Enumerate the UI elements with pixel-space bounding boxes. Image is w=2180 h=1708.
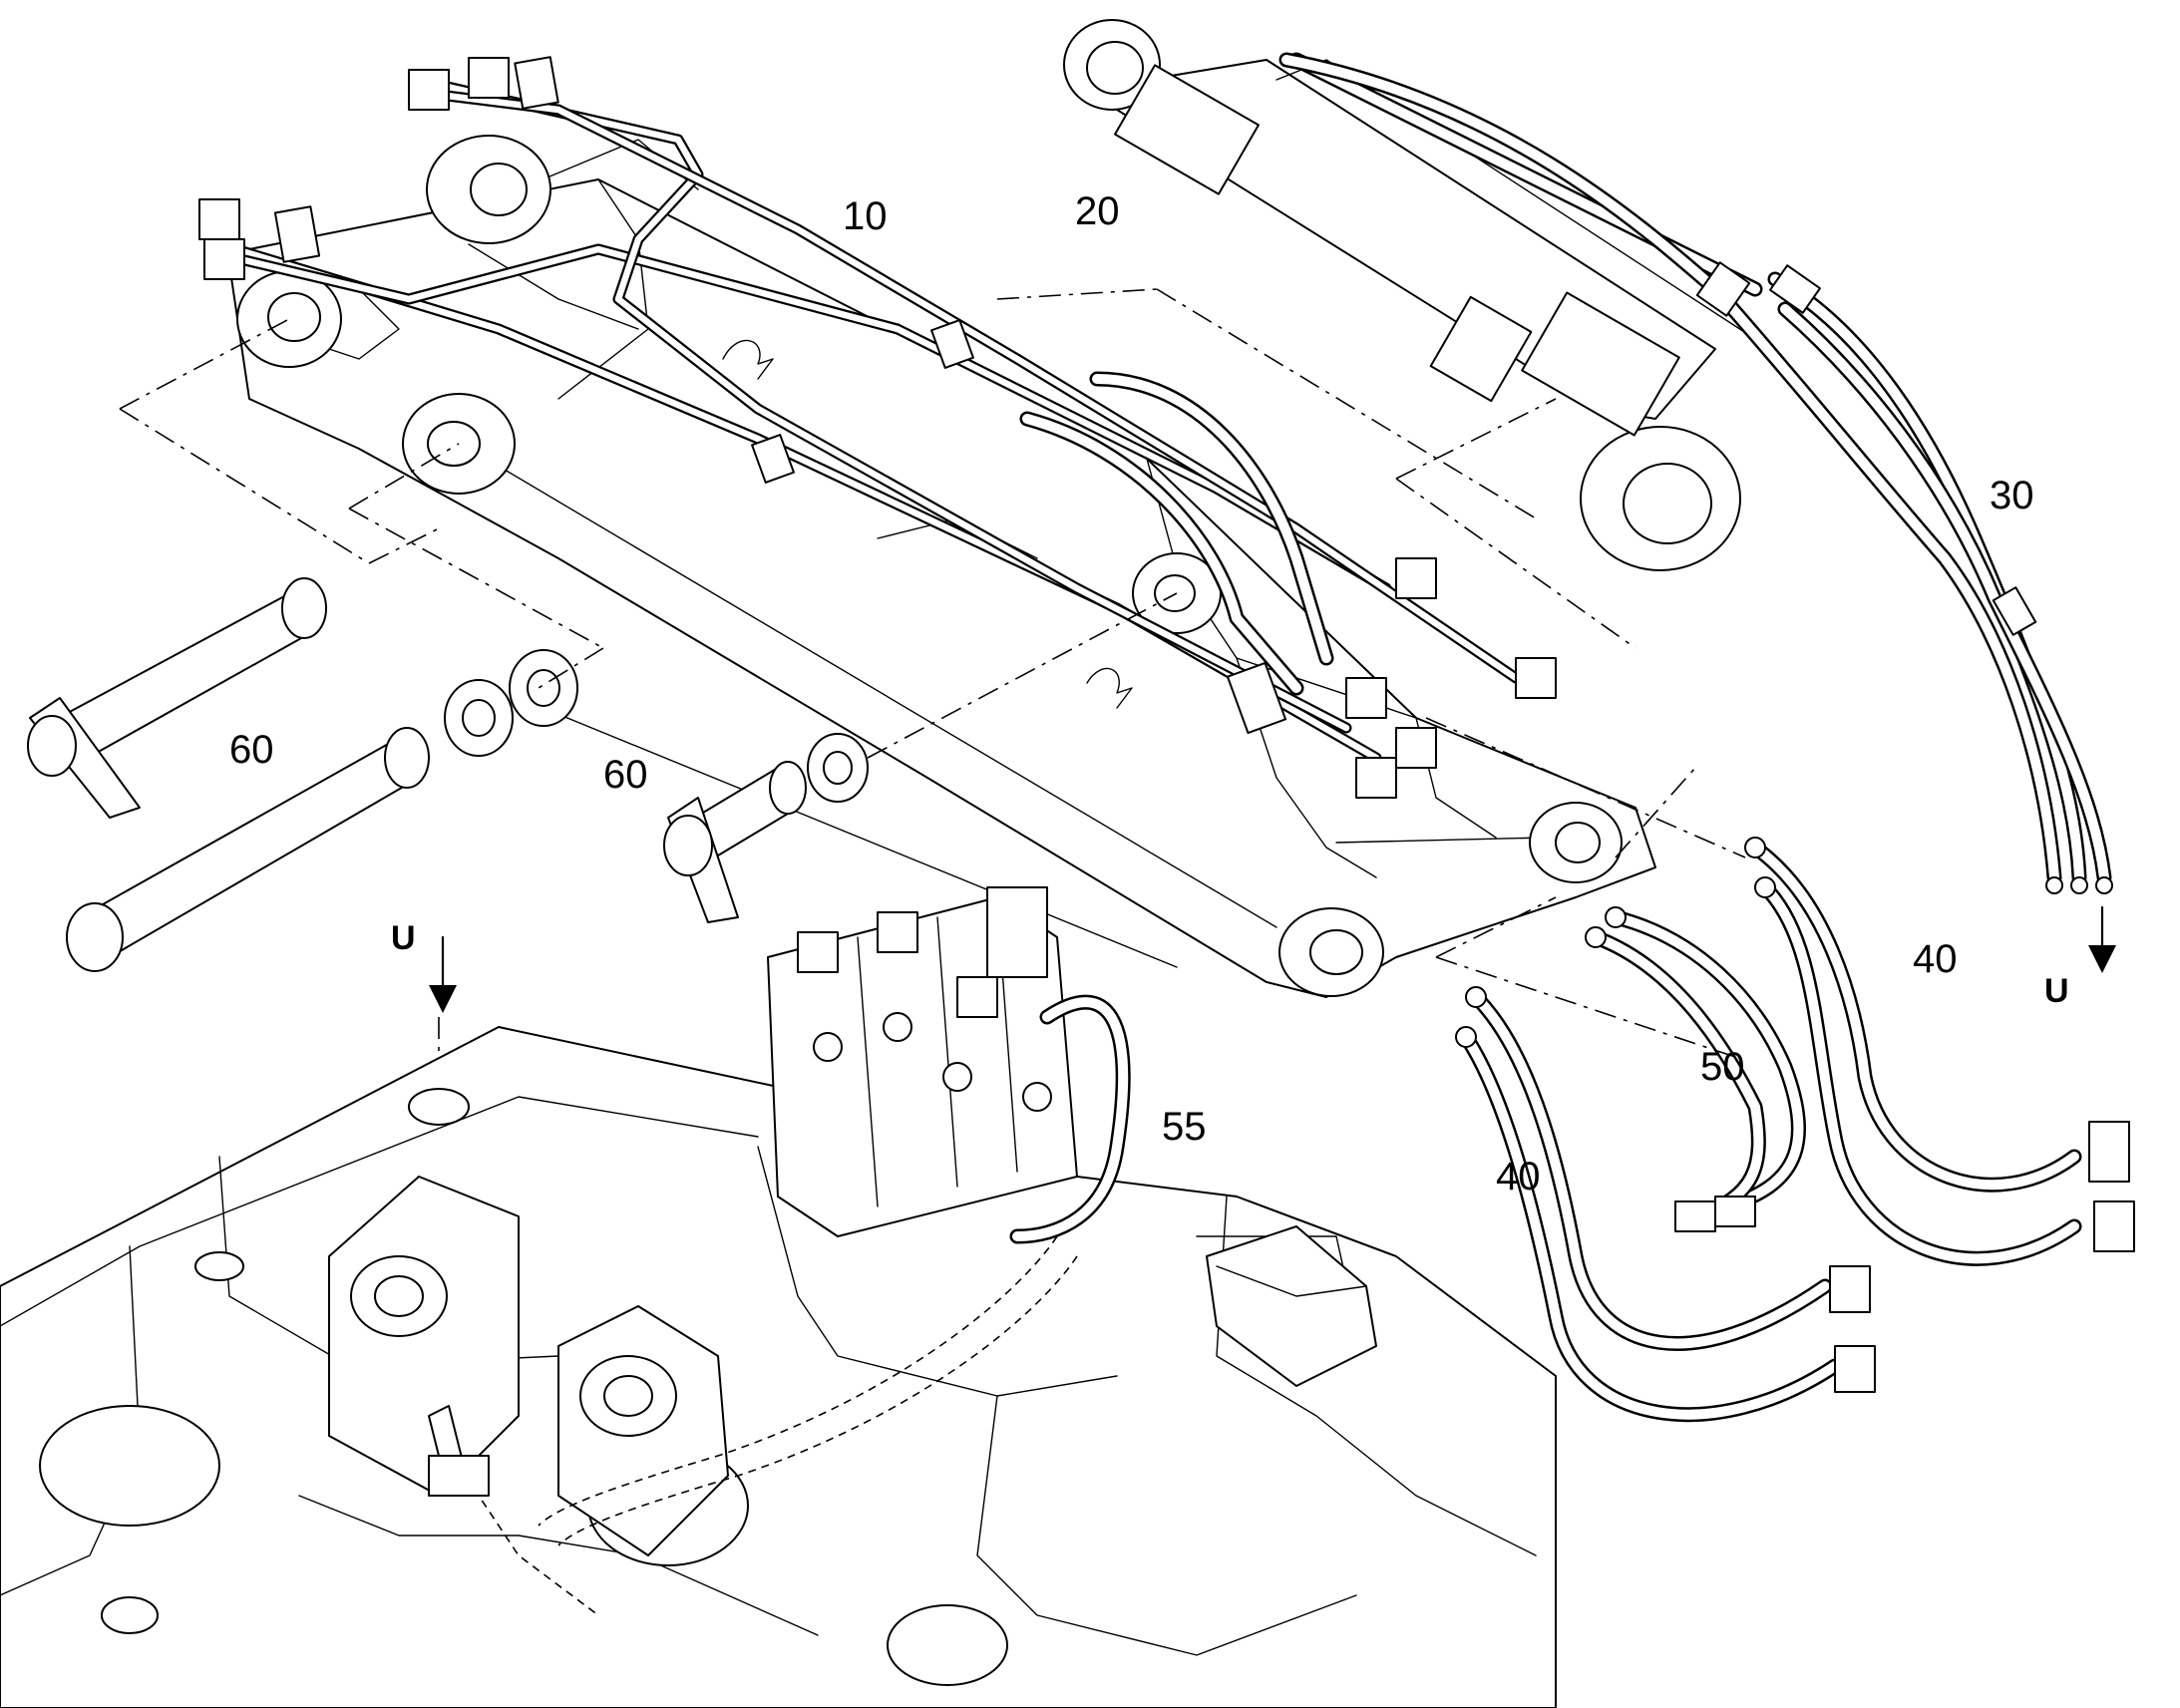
valve-bracket [428, 1405, 490, 1497]
view-arrow-right [2088, 905, 2116, 973]
callout-10: 10 [843, 194, 888, 238]
pin-long-upper [27, 577, 327, 819]
callout-40-right: 40 [1913, 937, 1958, 981]
boom-pipe-lines [213, 79, 1522, 764]
long-hose-set [1278, 52, 2113, 894]
hydraulic-cylinder [1063, 19, 1763, 571]
boom-arrow-icon [722, 339, 1133, 709]
view-arrow-left [429, 935, 457, 1013]
callout-60-left: 60 [229, 728, 274, 772]
view-marker-right: U [2044, 972, 2069, 1010]
callout-20: 20 [1075, 189, 1120, 233]
hose-pair-right [1744, 837, 2135, 1266]
washer-set [444, 649, 869, 803]
boom-tip-boss-upper [1529, 802, 1623, 883]
boom-tip-boss [1278, 907, 1384, 997]
boom-pivot-boss-upper [426, 135, 551, 244]
view-marker-left: U [391, 919, 416, 957]
hose-pair-50 [1585, 906, 1806, 1232]
callout-60-right: 60 [603, 753, 648, 797]
callout-30: 30 [1990, 474, 2034, 517]
counterweight-block [1206, 1225, 1377, 1387]
pin-long-lower [66, 727, 430, 972]
pipe-flange-fittings [198, 57, 1557, 799]
upper-frame [0, 1026, 1557, 1708]
control-valve-hoses [458, 994, 1131, 1616]
boom-hoses-loose [1019, 371, 1334, 696]
control-valve-block [767, 886, 1078, 1237]
callout-50: 50 [1700, 1045, 1745, 1089]
pipe-clamp-upper [273, 56, 1287, 735]
callout-40-left: 40 [1496, 1155, 1541, 1198]
pin-short [663, 761, 807, 923]
boom-foot-brackets [328, 1176, 729, 1556]
hose-pair-left [1455, 986, 1876, 1423]
boom-pivot-boss-rear [236, 270, 342, 368]
callout-55: 55 [1162, 1105, 1207, 1149]
